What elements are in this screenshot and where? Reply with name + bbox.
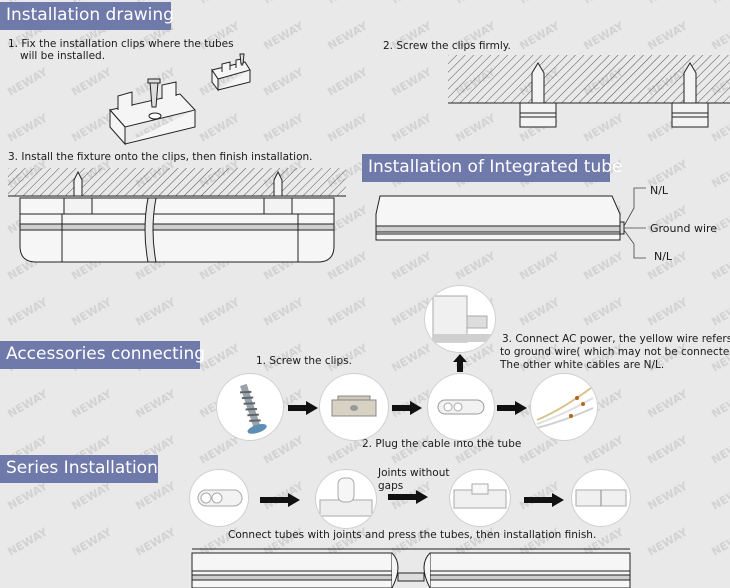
watermark-text: NEWAY	[261, 0, 306, 7]
watermark-text: NEWAY	[261, 111, 306, 145]
watermark-text: NEWAY	[5, 65, 50, 99]
watermark-text: NEWAY	[709, 19, 730, 53]
watermark-text: NEWAY	[581, 295, 626, 329]
watermark-text: NEWAY	[517, 295, 562, 329]
watermark-text: NEWAY	[133, 295, 178, 329]
ceiling-screw-illustration	[448, 55, 730, 128]
watermark-text: NEWAY	[389, 111, 434, 145]
watermark-text: NEWAY	[709, 249, 730, 283]
watermark-text: NEWAY	[709, 387, 730, 421]
watermark-text: NEWAY	[325, 111, 370, 145]
watermark-text: NEWAY	[645, 295, 690, 329]
step2-text: 2. Screw the clips firmly.	[383, 40, 511, 52]
screw-clips-text: 1. Screw the clips.	[256, 355, 352, 367]
nl-top-label: N/L	[650, 184, 669, 197]
watermark-text: NEWAY	[69, 479, 114, 513]
arrow-right-icon	[524, 493, 564, 507]
watermark-text: NEWAY	[5, 295, 50, 329]
mounting-clips-illustration	[109, 53, 251, 146]
watermark-text: NEWAY	[133, 479, 178, 513]
watermark-text: NEWAY	[709, 433, 730, 467]
watermark-text: NEWAY	[581, 0, 626, 7]
nl-bottom-label: N/L	[654, 250, 673, 263]
connect-tubes-text: Connect tubes with joints and press the …	[228, 529, 597, 541]
watermark-text: NEWAY	[645, 433, 690, 467]
watermark-text: NEWAY	[645, 525, 690, 559]
watermark-text: NEWAY	[709, 0, 730, 7]
watermark-text: NEWAY	[133, 525, 178, 559]
step1-line2: will be installed.	[20, 50, 106, 62]
tube-end-photo	[425, 286, 495, 352]
joint-insert-photo	[316, 470, 376, 528]
joints-line2: gaps	[378, 480, 404, 492]
watermark-text: NEWAY	[581, 19, 626, 53]
clip-photo	[320, 374, 388, 440]
watermark-text: NEWAY	[5, 525, 50, 559]
step3-text: 3. Install the fixture onto the clips, t…	[8, 151, 313, 163]
watermark-text: NEWAY	[261, 295, 306, 329]
watermark-text: NEWAY	[709, 479, 730, 513]
wires-photo	[531, 374, 597, 440]
watermark-text: NEWAY	[517, 19, 562, 53]
watermark-text: NEWAY	[133, 387, 178, 421]
watermark-text: NEWAY	[709, 525, 730, 559]
arrow-up-icon	[453, 354, 467, 372]
joint-parts-photo	[190, 470, 248, 526]
connector-photo	[428, 374, 494, 440]
integrated-tube-illustration	[375, 187, 646, 259]
watermark-text: NEWAY	[645, 19, 690, 53]
watermark-text: NEWAY	[709, 295, 730, 329]
arrow-right-icon	[288, 401, 318, 415]
arrow-right-icon	[392, 401, 422, 415]
heading-series-installation: Series Installation	[0, 455, 158, 483]
watermark-text: NEWAY	[261, 19, 306, 53]
watermark-text: NEWAY	[197, 0, 242, 7]
watermark-text: NEWAY	[389, 0, 434, 7]
watermark-text: NEWAY	[645, 387, 690, 421]
ground-wire-label: Ground wire	[650, 222, 718, 235]
watermark-text: NEWAY	[645, 0, 690, 7]
plug-cable-text: 2. Plug the cable into the tube	[362, 438, 522, 450]
arrow-right-icon	[260, 493, 300, 507]
finished-joint-photo	[572, 470, 630, 526]
watermark-text: NEWAY	[5, 111, 50, 145]
watermark-text: NEWAY	[69, 525, 114, 559]
watermark-text: NEWAY	[517, 0, 562, 7]
watermark-text: NEWAY	[389, 65, 434, 99]
watermark-text: NEWAY	[645, 479, 690, 513]
joined-tubes-photo	[450, 470, 510, 526]
ac-power-line2: to ground wire( which may not be connect…	[500, 346, 730, 358]
step1-line1: 1. Fix the installation clips where the …	[8, 38, 234, 50]
watermark-text: NEWAY	[69, 387, 114, 421]
watermark-text: NEWAY	[69, 295, 114, 329]
arrow-right-icon	[497, 401, 527, 415]
heading-integrated-tube: Installation of Integrated tube	[362, 154, 622, 182]
watermark-text: NEWAY	[5, 479, 50, 513]
joints-line1: Joints without	[378, 467, 450, 479]
watermark-text: NEWAY	[453, 0, 498, 7]
watermark-text: NEWAY	[5, 387, 50, 421]
watermark-text: NEWAY	[325, 295, 370, 329]
watermark-text: NEWAY	[325, 65, 370, 99]
watermark-text: NEWAY	[197, 295, 242, 329]
watermark-text: NEWAY	[261, 65, 306, 99]
arrow-right-icon	[388, 490, 428, 504]
heading-accessories-connecting: Accessories connecting	[0, 341, 205, 369]
screw-photo	[217, 374, 283, 440]
fixture-mounted-illustration	[8, 168, 346, 263]
watermark-text: NEWAY	[709, 157, 730, 191]
watermark-text: NEWAY	[325, 19, 370, 53]
series-tubes-illustration	[191, 548, 631, 588]
heading-installation-drawing: Installation drawing	[0, 2, 174, 30]
watermark-text: NEWAY	[325, 0, 370, 7]
ac-power-line1: 3. Connect AC power, the yellow wire ref…	[502, 333, 730, 345]
ac-power-line3: The other white cables are N/L.	[500, 359, 665, 371]
